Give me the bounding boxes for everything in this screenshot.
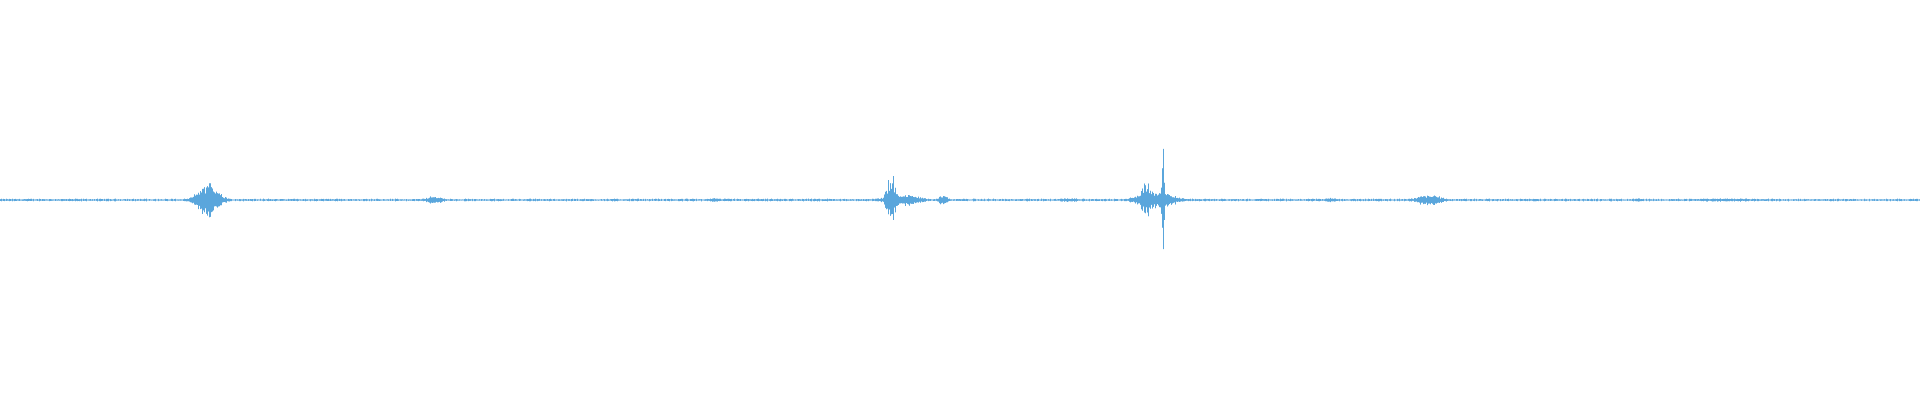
waveform-path	[0, 148, 1920, 250]
waveform-trace	[0, 148, 1920, 250]
